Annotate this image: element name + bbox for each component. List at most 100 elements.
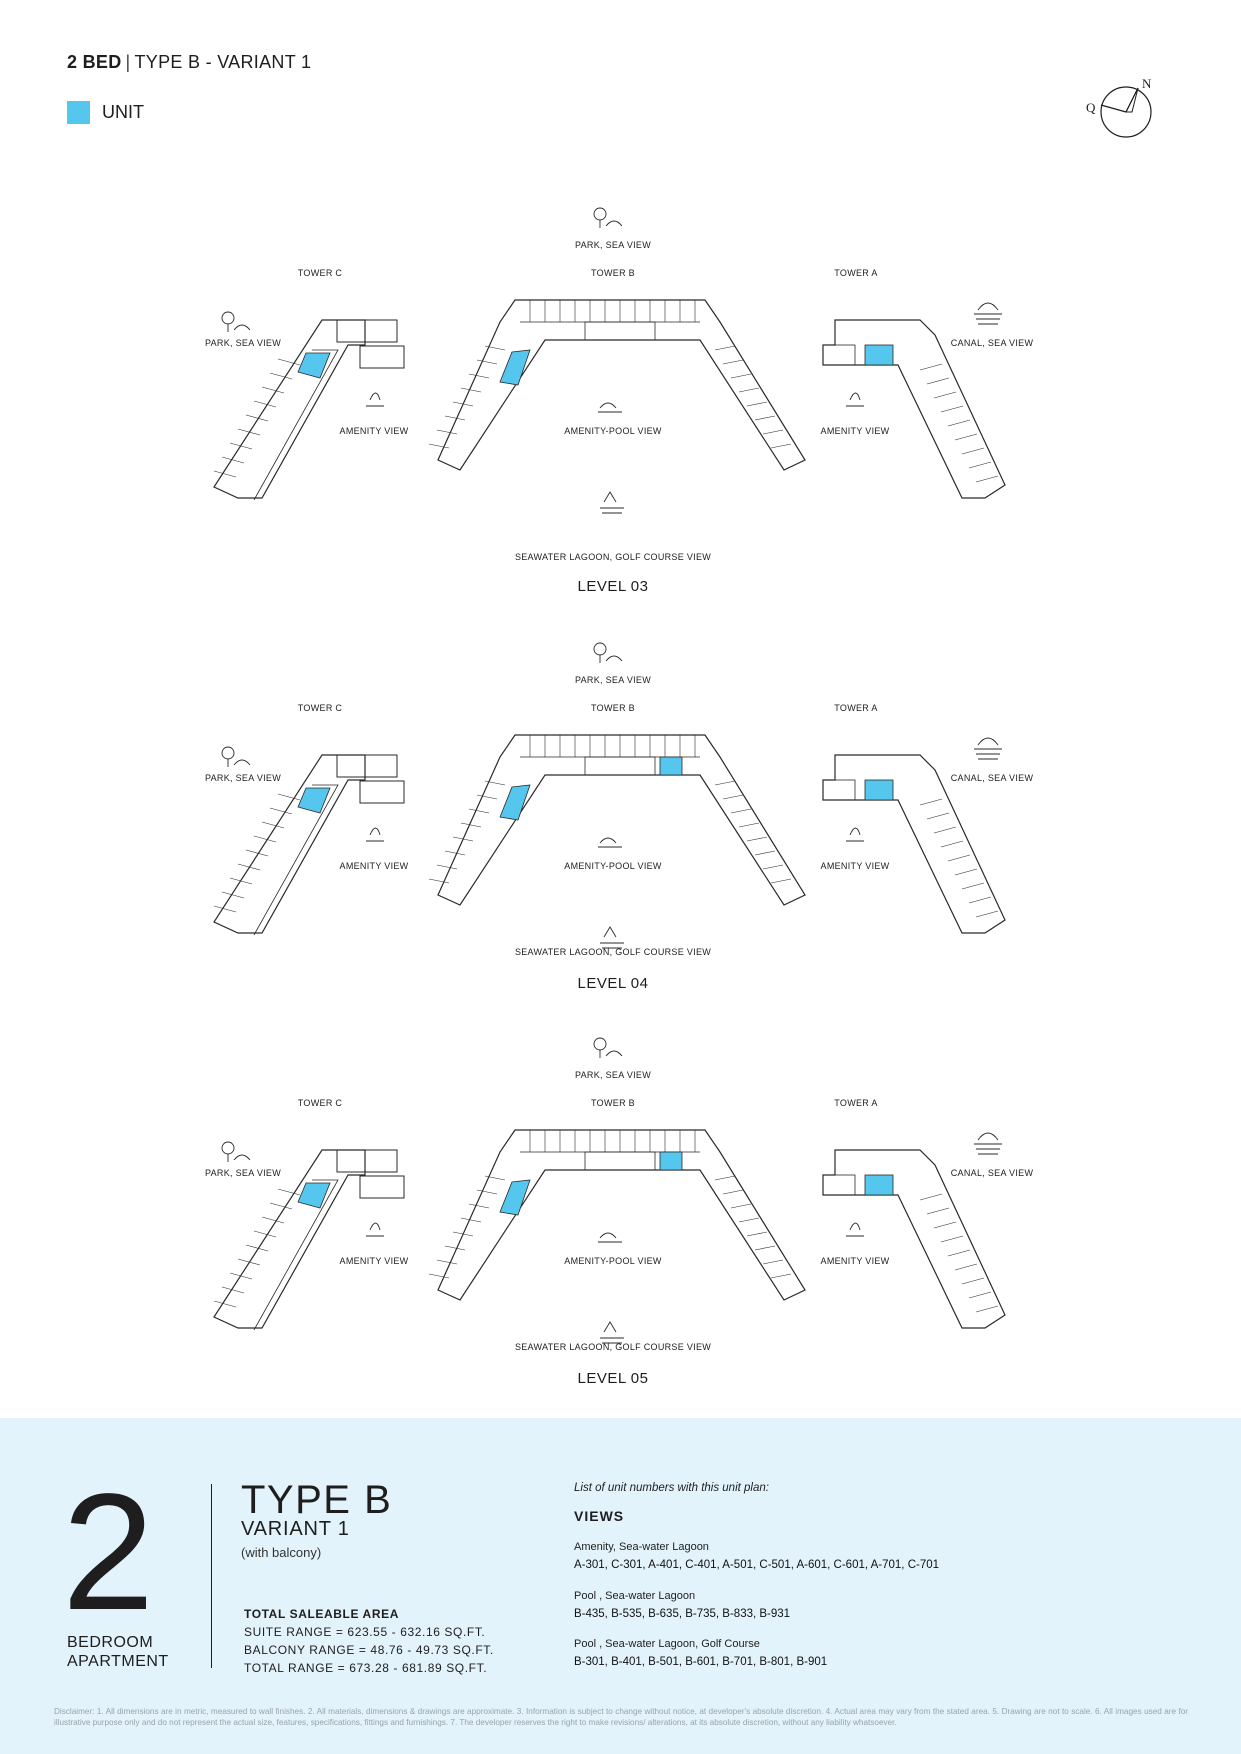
pool-view-icon: [598, 1232, 622, 1243]
tower-b-center-view-label: AMENITY-POOL VIEW: [564, 861, 662, 871]
area-heading: TOTAL SALEABLE AREA: [244, 1607, 399, 1621]
tower-c-label: TOWER C: [297, 1098, 343, 1108]
tower-b-outline: [437, 734, 806, 906]
tower-a-left-view-label: AMENITY VIEW: [820, 1256, 890, 1266]
amenity-view-icon: [366, 392, 384, 407]
highlighted-unit: [297, 1182, 331, 1209]
top-view-label: PARK, SEA VIEW: [574, 1070, 652, 1080]
tower-b-center-view-label: AMENITY-POOL VIEW: [564, 426, 662, 436]
tower-c-label: TOWER C: [297, 703, 343, 713]
tower-b-center-view-label: AMENITY-POOL VIEW: [564, 1256, 662, 1266]
amenity-view-icon: [366, 1222, 384, 1237]
unit-list-heading: List of unit numbers with this unit plan…: [574, 1482, 769, 1494]
views-heading: VIEWS: [574, 1508, 625, 1524]
tower-c-outline: [213, 319, 366, 499]
tower-floorplan: [213, 207, 1006, 514]
view-category-2: Pool , Sea-water Lagoon: [574, 1590, 696, 1602]
view-units-2: B-435, B-535, B-635, B-735, B-833, B-931: [574, 1608, 791, 1620]
tower-c-right-view-label: AMENITY VIEW: [339, 861, 409, 871]
highlighted-unit: [864, 344, 894, 366]
tower-c-right-view-label: AMENITY VIEW: [339, 1256, 409, 1266]
level-plan: PARK, SEA VIEW TOWER C TOWER B TOWER A PARK,…: [0, 1030, 1241, 1430]
highlighted-unit: [659, 756, 683, 776]
tower-a-label: TOWER A: [834, 703, 878, 713]
park-view-icon: [221, 746, 235, 760]
pool-view-icon: [598, 837, 622, 848]
type-heading: TYPE B: [241, 1478, 393, 1522]
balcony-note: (with balcony): [241, 1545, 322, 1560]
view-units-1: A-301, C-301, A-401, C-401, A-501, C-501…: [574, 1559, 940, 1571]
tower-a-left-view-label: AMENITY VIEW: [820, 426, 890, 436]
tower-c-left-view-label: PARK, SEA VIEW: [204, 338, 282, 348]
bottom-view-label: SEAWATER LAGOON, GOLF COURSE VIEW: [514, 552, 712, 562]
amenity-view-icon: [846, 1222, 864, 1237]
bedroom-apartment-label: BEDROOM APARTMENT: [67, 1634, 169, 1670]
highlighted-unit: [864, 779, 894, 801]
park-view-icon: [593, 207, 607, 221]
north-label: N: [1142, 76, 1152, 91]
footer-divider: [211, 1484, 212, 1668]
highlighted-unit: [864, 1174, 894, 1196]
highlighted-unit: [297, 787, 331, 814]
bedroom-count: 2: [62, 1460, 155, 1645]
park-view-icon: [593, 1037, 607, 1051]
top-view-label: PARK, SEA VIEW: [574, 240, 652, 250]
tower-a-right-view-label: CANAL, SEA VIEW: [950, 1168, 1034, 1178]
tower-b-outline: [437, 299, 806, 471]
highlighted-unit: [297, 352, 331, 379]
park-view-icon: [593, 642, 607, 656]
bottom-view-label: SEAWATER LAGOON, GOLF COURSE VIEW: [514, 1342, 712, 1352]
legend-label: UNIT: [102, 102, 144, 122]
total-range: TOTAL RANGE = 673.28 - 681.89 SQ.FT.: [244, 1661, 488, 1675]
variant-heading: VARIANT 1: [241, 1518, 350, 1540]
canal-view-icon: [974, 737, 1002, 760]
view-category-3: Pool , Sea-water Lagoon, Golf Course: [574, 1638, 760, 1650]
page-title: 2 BED|TYPE B - VARIANT 1: [67, 52, 312, 72]
balcony-range: BALCONY RANGE = 48.76 - 49.73 SQ.FT.: [244, 1643, 494, 1657]
tower-c-left-view-label: PARK, SEA VIEW: [204, 1168, 282, 1178]
highlighted-unit: [659, 1151, 683, 1171]
amenity-view-icon: [846, 827, 864, 842]
tower-c-left-view-label: PARK, SEA VIEW: [204, 773, 282, 783]
qibla-label: Q: [1086, 100, 1096, 115]
lagoon-view-icon: [600, 926, 624, 949]
highlighted-unit: [499, 349, 531, 386]
tower-a-label: TOWER A: [834, 1098, 878, 1108]
tower-floorplan: [213, 642, 1006, 949]
amenity-view-icon: [366, 827, 384, 842]
tower-c-right-view-label: AMENITY VIEW: [339, 426, 409, 436]
type-label: TYPE B - VARIANT 1: [134, 52, 312, 72]
tower-a-left-view-label: AMENITY VIEW: [820, 861, 890, 871]
tower-a-right-view-label: CANAL, SEA VIEW: [950, 773, 1034, 783]
unit-legend-swatch: [67, 101, 90, 124]
level-title: LEVEL 03: [577, 578, 649, 595]
park-view-icon: [221, 311, 235, 325]
level-plan: PARK, SEA VIEW TOWER C TOWER B TOWER A PARK,…: [0, 635, 1241, 1035]
tower-c-outline: [213, 754, 366, 934]
top-view-label: PARK, SEA VIEW: [574, 675, 652, 685]
tower-c-outline: [213, 1149, 366, 1329]
level-title: LEVEL 04: [577, 975, 649, 992]
tower-b-label: TOWER B: [591, 703, 635, 713]
bed-label: 2 BED: [67, 52, 122, 72]
tower-floorplan: [213, 1037, 1006, 1344]
highlighted-unit: [499, 1179, 531, 1216]
bottom-view-label: SEAWATER LAGOON, GOLF COURSE VIEW: [514, 947, 712, 957]
tower-b-outline: [437, 1129, 806, 1301]
tower-a-label: TOWER A: [834, 268, 878, 278]
tower-c-label: TOWER C: [297, 268, 343, 278]
footer-panel: [0, 1418, 1241, 1754]
tower-a-right-view-label: CANAL, SEA VIEW: [950, 338, 1034, 348]
amenity-view-icon: [846, 392, 864, 407]
canal-view-icon: [974, 302, 1002, 325]
lagoon-view-icon: [600, 491, 624, 514]
tower-b-label: TOWER B: [591, 1098, 635, 1108]
level-title: LEVEL 05: [577, 1370, 649, 1387]
pool-view-icon: [598, 402, 622, 413]
highlighted-unit: [499, 784, 531, 821]
park-view-icon: [221, 1141, 235, 1155]
view-category-1: Amenity, Sea-water Lagoon: [574, 1541, 709, 1553]
disclaimer: Disclaimer: 1. All dimensions are in met…: [54, 1707, 1188, 1727]
compass-icon: N Q: [1086, 76, 1152, 138]
